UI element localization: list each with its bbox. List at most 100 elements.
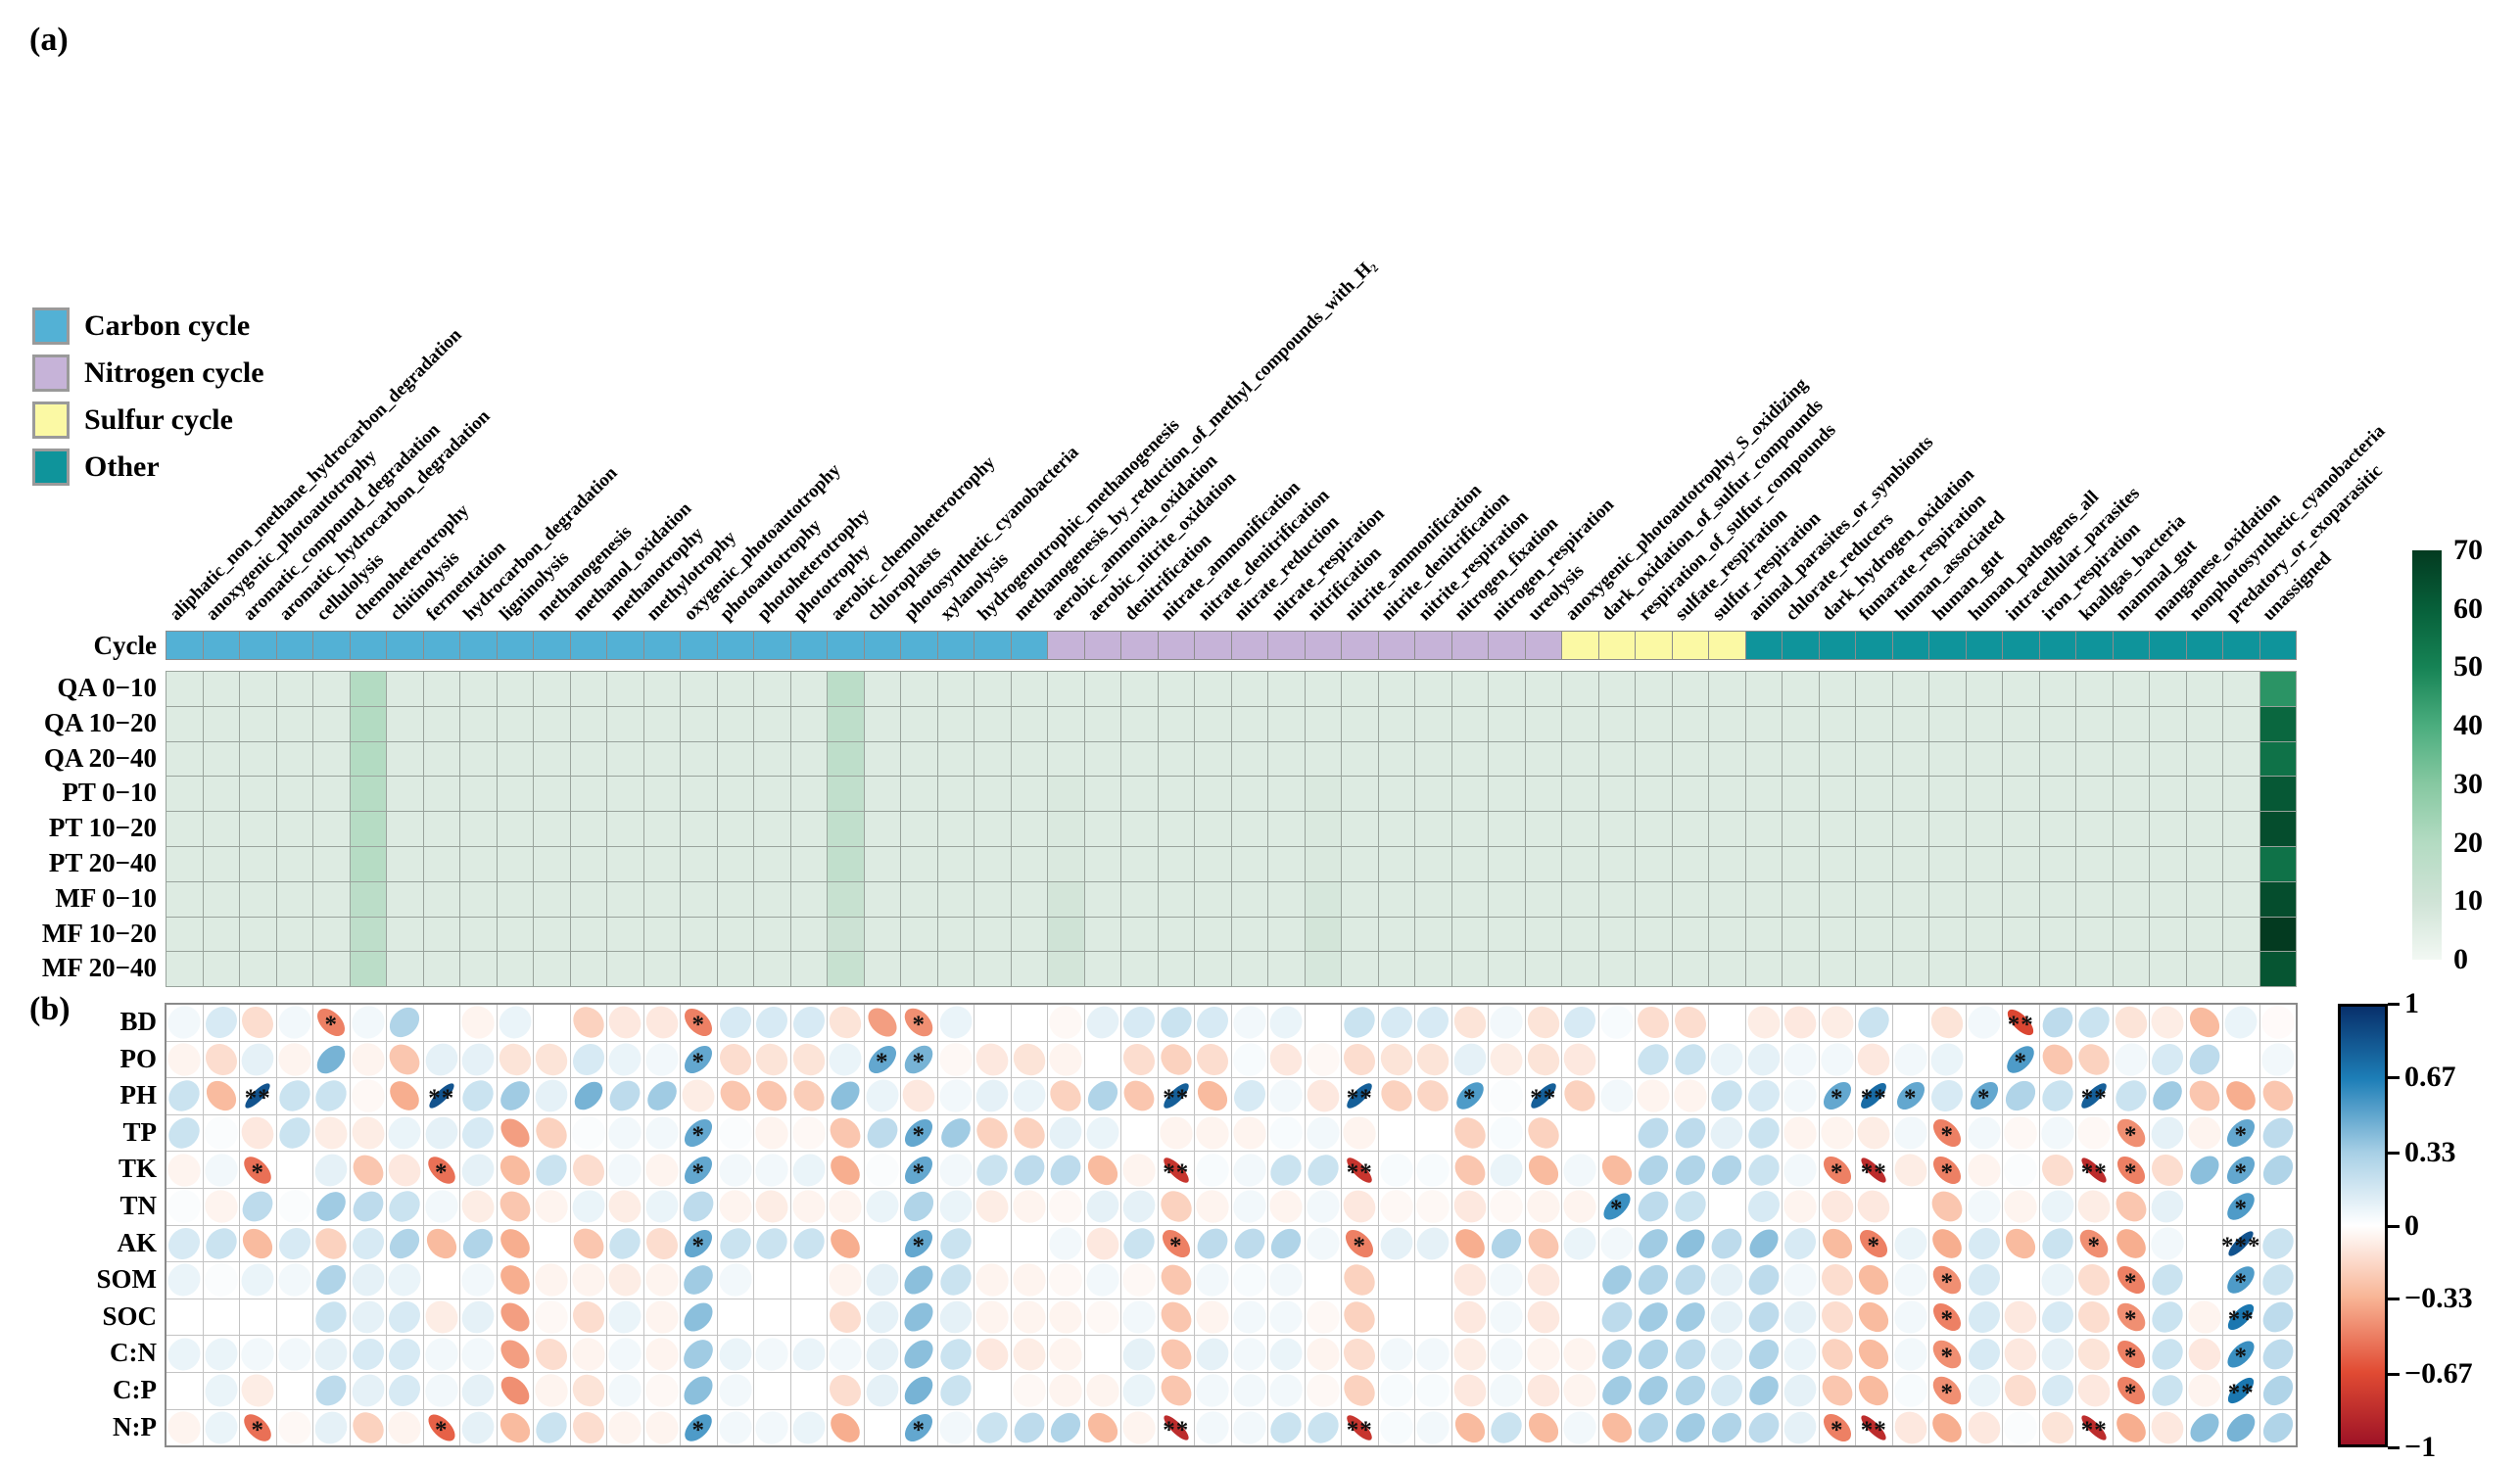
correlation-cell <box>1483 1072 1531 1120</box>
correlation-ellipse <box>384 1075 425 1117</box>
heatmap-cell <box>2258 880 2297 918</box>
correlation-ellipse <box>712 1183 759 1230</box>
correlation-ellipse <box>1122 1116 1157 1151</box>
correlation-cell <box>1593 1072 1640 1120</box>
correlation-cell <box>566 1148 611 1193</box>
correlation-cell <box>1777 1036 1824 1083</box>
correlation-ellipse <box>1338 1295 1382 1340</box>
correlation-ellipse <box>1379 1263 1413 1298</box>
correlation-cell <box>2254 999 2302 1047</box>
correlation-ellipse <box>1520 1331 1567 1378</box>
significance-stars: * <box>1353 1232 1366 1259</box>
correlation-ellipse <box>1226 1404 1273 1451</box>
heatmap-cell <box>1928 740 1967 778</box>
correlation-cell <box>1668 1037 1712 1082</box>
heatmap-cell <box>1671 705 1709 742</box>
correlation-ellipse <box>932 1295 978 1341</box>
correlation-cell <box>235 1110 281 1157</box>
heatmap-cell <box>1120 776 1159 813</box>
heatmap-cell <box>2185 776 2223 813</box>
heatmap-cell <box>1928 671 1967 707</box>
heatmap-cell <box>1304 846 1342 882</box>
correlation-cell <box>1117 1331 1163 1377</box>
correlation-cell <box>384 1002 426 1044</box>
heatmap-cell <box>1083 776 1121 813</box>
correlation-cell <box>1850 1110 1897 1157</box>
correlation-cell: ** <box>1157 1408 1195 1447</box>
correlation-cell <box>1447 1331 1494 1377</box>
heatmap-cell <box>2075 846 2114 882</box>
correlation-cell <box>2145 1404 2191 1450</box>
correlation-ellipse <box>1079 1367 1126 1414</box>
correlation-cell: ** <box>239 1077 277 1115</box>
correlation-cell <box>420 1222 462 1265</box>
heatmap-cell <box>642 846 681 882</box>
correlation-cell <box>496 1371 535 1411</box>
correlation-cell <box>1042 1331 1089 1378</box>
correlation-ellipse <box>529 1332 574 1377</box>
heatmap-cell <box>1120 811 1159 847</box>
heatmap-cell <box>1671 776 1709 813</box>
heatmap-cell <box>1891 916 1929 953</box>
heatmap-cell <box>606 740 644 778</box>
correlation-cell <box>2257 1406 2299 1449</box>
correlation-cell <box>2183 1038 2226 1081</box>
heatmap-cell <box>1488 705 1526 742</box>
correlation-ellipse <box>1669 1333 1712 1376</box>
correlation-ellipse <box>2145 1184 2191 1230</box>
cycle-cell-carbon <box>863 631 901 660</box>
correlation-colorbar-tick-mark <box>2388 1224 2400 1228</box>
correlation-cell <box>418 1294 465 1341</box>
correlation-ellipse <box>1226 1367 1273 1414</box>
heatmap-cell <box>312 916 351 953</box>
correlation-cell <box>1891 1188 1929 1226</box>
correlation-ellipse <box>2260 1190 2295 1224</box>
heatmap-cell <box>1341 740 1379 778</box>
correlation-ellipse <box>1008 1149 1051 1192</box>
correlation-ellipse <box>1005 1367 1053 1415</box>
heatmap-cell <box>1818 951 1856 988</box>
correlation-cell <box>1226 1183 1273 1230</box>
correlation-cell <box>2145 1110 2191 1157</box>
correlation-colorbar-tick-mark <box>2388 1151 2400 1155</box>
heatmap-cell <box>606 951 644 988</box>
correlation-cell <box>1304 1261 1342 1299</box>
heatmap-cell <box>974 776 1012 813</box>
heatmap-cell <box>1414 671 1452 707</box>
correlation-cell <box>1008 1149 1051 1192</box>
heatmap-cell <box>422 880 460 918</box>
heatmap-cell <box>863 776 901 813</box>
significance-stars: ** <box>1860 1416 1887 1443</box>
correlation-cell <box>1704 1110 1750 1157</box>
correlation-ellipse <box>1740 1036 1786 1082</box>
correlation-ellipse <box>1265 1222 1308 1265</box>
correlation-ellipse <box>1042 999 1090 1047</box>
correlation-ellipse <box>2254 999 2302 1047</box>
correlation-ellipse <box>199 1000 244 1045</box>
correlation-cell <box>970 1331 1016 1377</box>
correlation-ellipse <box>1373 1037 1419 1082</box>
correlation-ellipse <box>308 1110 355 1157</box>
correlation-cell: * <box>680 1040 718 1079</box>
heatmap-cell <box>1818 705 1856 742</box>
correlation-cell <box>1377 1113 1415 1153</box>
correlation-cell: * <box>2002 1040 2040 1079</box>
heatmap-cell <box>827 740 865 778</box>
correlation-cell <box>1926 1407 1968 1448</box>
correlation-ellipse <box>163 1110 207 1156</box>
heatmap-cell <box>1157 951 1195 988</box>
correlation-cell <box>1189 1146 1237 1194</box>
correlation-ellipse <box>235 1036 281 1082</box>
correlation-ellipse <box>1483 1110 1531 1157</box>
correlation-ellipse <box>535 1226 569 1260</box>
correlation-cell <box>2257 1111 2300 1155</box>
correlation-cell <box>2071 1331 2117 1377</box>
cycle-cell-sulfur <box>1597 631 1636 660</box>
correlation-ellipse <box>1704 1368 1749 1413</box>
correlation-cell <box>455 1110 500 1156</box>
correlation-ellipse <box>859 1295 905 1341</box>
correlation-cell <box>677 1185 720 1228</box>
correlation-cell: ** <box>2075 1077 2114 1115</box>
correlation-ellipse <box>566 1037 611 1082</box>
correlation-ellipse <box>1262 1072 1309 1120</box>
